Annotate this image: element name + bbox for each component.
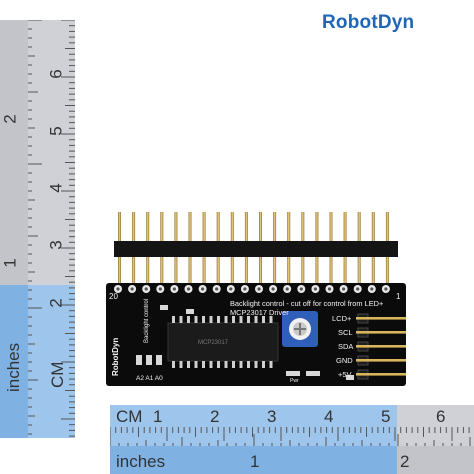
mcp23017-chip xyxy=(167,322,279,362)
v-inch-unit: inches xyxy=(4,342,23,392)
chip-leg xyxy=(262,316,265,323)
header-label-sda: SDA xyxy=(338,342,354,351)
h-cm-unit: CM xyxy=(116,407,143,426)
chip-leg xyxy=(194,316,198,323)
right-header-pin xyxy=(356,359,406,362)
header-pin xyxy=(244,212,248,288)
h-inch-mark-1: 1 xyxy=(250,452,260,471)
chip-leg xyxy=(209,361,213,368)
chip-leg xyxy=(232,316,235,323)
h-cm-mark-6: 6 xyxy=(436,407,446,426)
chip-leg xyxy=(194,361,198,368)
v-inch-mark-2: 2 xyxy=(0,114,20,124)
header-pin xyxy=(188,212,192,288)
backlight-label: Backlight control xyxy=(144,298,150,343)
chip-leg xyxy=(179,316,183,323)
header-pin xyxy=(202,212,206,288)
chip-leg xyxy=(239,361,243,368)
header-pin xyxy=(118,212,121,288)
header-pin xyxy=(301,212,305,288)
v-cm-mark-2: 2 xyxy=(46,298,66,308)
pin-1-label: 1 xyxy=(396,292,401,301)
h-cm-mark-3: 3 xyxy=(267,407,277,426)
robotdyn-logo: RobotDyn xyxy=(322,12,415,33)
right-header-pin xyxy=(356,317,406,320)
header-label-gnd: GND xyxy=(336,356,353,365)
pwr-label: Pwr xyxy=(290,378,299,384)
header-pin xyxy=(259,212,262,288)
header-pin xyxy=(230,212,234,288)
chip-leg xyxy=(232,361,235,368)
chip-leg xyxy=(187,316,190,323)
board-graphics xyxy=(114,285,406,380)
header-label-scl: SCL xyxy=(338,328,353,337)
chip-leg xyxy=(254,361,258,368)
vertical-ruler: 6 5 4 3 2 2 1 CM inches xyxy=(0,20,75,438)
header-pin xyxy=(216,212,220,288)
chip-leg xyxy=(209,316,213,323)
board-title-line1: Backlight control - cut off for control … xyxy=(230,299,384,308)
chip-leg xyxy=(224,361,228,368)
header-label-5v: +5V xyxy=(338,370,352,379)
horizontal-ruler-ticks xyxy=(110,427,471,446)
v-cm-mark-6: 6 xyxy=(46,69,66,79)
header-pin xyxy=(385,212,389,288)
chip-leg xyxy=(179,361,183,368)
h-cm-mark-5: 5 xyxy=(381,407,391,426)
chip-leg xyxy=(247,361,250,368)
board-logo: RobotDyn xyxy=(111,337,120,376)
chip-leg xyxy=(217,361,220,368)
chip-leg xyxy=(254,316,258,323)
chip-leg xyxy=(202,316,205,323)
header-label-lcd: LCD+ xyxy=(332,314,352,323)
v-cm-mark-3: 3 xyxy=(46,240,66,250)
lcd-driver-board: 20 1 Backlight control - cut off for con… xyxy=(106,283,406,386)
header-pin xyxy=(174,212,178,288)
v-cm-mark-4: 4 xyxy=(46,183,66,193)
chip-leg xyxy=(172,316,175,323)
v-cm-mark-5: 5 xyxy=(46,126,66,136)
header-pin xyxy=(273,212,277,288)
chip-leg xyxy=(224,316,228,323)
right-header-pin xyxy=(356,331,406,334)
chip-leg xyxy=(187,361,190,368)
header-pin xyxy=(132,212,136,288)
header-pin xyxy=(315,212,319,288)
vertical-ruler-ticks xyxy=(28,20,75,437)
header-pin xyxy=(329,212,333,288)
address-pins-label: A2 A1 A0 xyxy=(136,375,163,382)
pin-header-plastic xyxy=(114,241,398,257)
horizontal-ruler: CM 1 2 3 4 5 6 inches 1 2 xyxy=(110,405,474,474)
header-pin xyxy=(343,212,347,288)
right-header-pin xyxy=(356,345,406,348)
header-pin xyxy=(357,212,361,288)
h-cm-mark-2: 2 xyxy=(210,407,220,426)
h-cm-mark-4: 4 xyxy=(324,407,334,426)
chip-leg xyxy=(217,316,220,323)
chip-leg xyxy=(247,316,250,323)
chip-leg xyxy=(269,316,273,323)
chip-leg xyxy=(202,361,205,368)
v-inch-mark-1: 1 xyxy=(0,258,20,268)
h-cm-mark-1: 1 xyxy=(153,407,163,426)
header-pin xyxy=(160,212,164,288)
board-title-line2: MCP23017 Driver xyxy=(230,308,289,317)
chip-leg xyxy=(239,316,243,323)
h-inch-unit: inches xyxy=(116,452,166,471)
pin-20-label: 20 xyxy=(109,292,118,301)
h-inch-mark-2: 2 xyxy=(400,452,410,471)
chip-leg xyxy=(269,361,273,368)
header-pin xyxy=(371,212,375,288)
header-pin xyxy=(146,212,150,288)
chip-marking: MCP23017 xyxy=(198,340,229,346)
right-header-pin xyxy=(356,373,406,376)
v-cm-unit: CM xyxy=(48,361,67,388)
header-pin xyxy=(287,212,291,288)
chip-leg xyxy=(172,361,175,368)
chip-leg xyxy=(262,361,265,368)
